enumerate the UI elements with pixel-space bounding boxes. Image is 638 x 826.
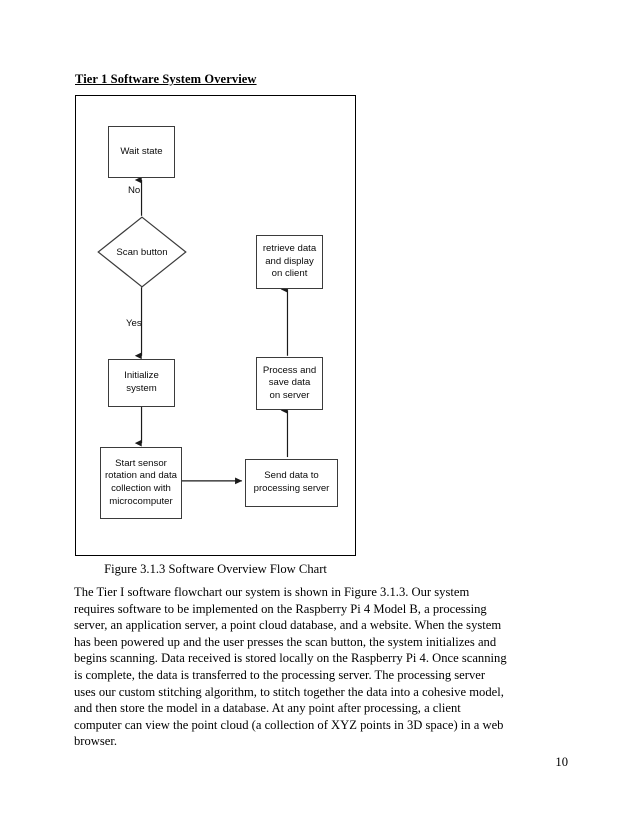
paragraph-line: uses our custom stitching algorithm, to … — [74, 684, 504, 699]
paragraph-line: browser. — [74, 734, 118, 749]
edge-label-no: No — [128, 185, 141, 196]
paragraph-line: computer can view the point cloud (a col… — [74, 717, 504, 732]
flow-node-send-data-to-processing-server: Send data to processing server — [245, 459, 338, 507]
paragraph-line: has been powered up and the user presses… — [74, 634, 497, 649]
paragraph-line: requires software to be implemented on t… — [74, 601, 487, 616]
page-number: 10 — [555, 755, 568, 769]
edge-label-yes: Yes — [126, 318, 142, 329]
flow-node-retrieve-data-and-display: retrieve data and display on client — [256, 235, 323, 289]
flow-node-initialize-system: Initialize system — [108, 359, 175, 407]
section-heading: Tier 1 Software System Overview — [75, 72, 257, 86]
flowchart-connectors — [134, 176, 289, 485]
paragraph-line: begins scanning. Data received is stored… — [74, 651, 507, 666]
flow-node-process-and-save-data: Process and save data on server — [256, 357, 323, 410]
paragraph-line: is complete, the data is transferred to … — [74, 667, 486, 682]
body-paragraph: The Tier I software flowchart our system… — [74, 584, 507, 750]
paragraph-line: and then store the model in a database. … — [74, 701, 461, 716]
figure-flowchart-frame: Wait state Scan button Initialize system… — [75, 95, 356, 556]
flow-node-wait-state: Wait state — [108, 126, 175, 178]
paragraph-line: server, an application server, a point c… — [74, 618, 502, 633]
paragraph-line: The Tier I software flowchart our system… — [74, 585, 470, 599]
figure-caption: Figure 3.1.3 Software Overview Flow Char… — [104, 562, 327, 576]
flow-node-start-sensor-rotation: Start sensor rotation and data collectio… — [100, 447, 182, 519]
flow-node-scan-button-decision: Scan button — [97, 216, 187, 288]
flow-node-decision-label: Scan button — [116, 246, 168, 258]
diamond-shape-icon — [97, 216, 187, 288]
